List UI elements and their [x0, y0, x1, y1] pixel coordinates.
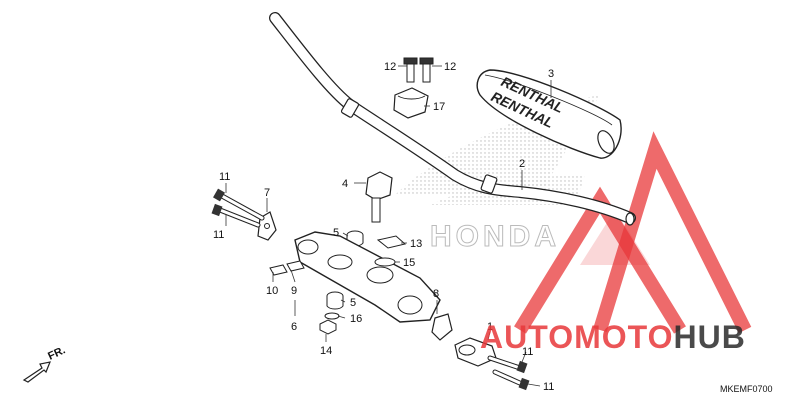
bolt-12-pair: [403, 57, 434, 83]
cushion-5-lower: [326, 291, 344, 310]
callout-11-top-right: 11: [522, 346, 533, 358]
plate-9-10: [269, 260, 305, 276]
handlebar: [269, 12, 636, 226]
plate-13: [376, 235, 407, 249]
callout-8: 8: [433, 288, 439, 300]
front-arrow-icon: [22, 361, 51, 383]
watermark-logo: [514, 131, 752, 334]
callout-1: 1: [487, 321, 493, 333]
callout-7: 7: [264, 187, 270, 199]
honda-lettering: HONDA: [430, 220, 560, 253]
diagram-code: MKEMF0700: [720, 384, 773, 394]
front-direction-label: FR.: [46, 344, 67, 362]
lower-holder-4: [365, 171, 393, 223]
nut-14: [319, 319, 337, 335]
watermark-text-red: AUTOMOTO: [480, 319, 673, 355]
callout-9: 9: [291, 285, 297, 297]
top-bridge: [294, 231, 441, 323]
callout-4: 4: [342, 178, 348, 190]
callout-16: 16: [350, 313, 362, 325]
washer-15: [374, 257, 396, 267]
callout-3: 3: [548, 68, 554, 80]
callout-10: 10: [266, 285, 278, 297]
watermark-text-dark: HUB: [673, 319, 745, 355]
upper-holder-17: [393, 87, 429, 119]
bolt-11-left-pair: [211, 188, 265, 228]
callout-6: 6: [291, 321, 297, 333]
watermark-text: AUTOMOTOHUB: [480, 319, 746, 355]
collar-16: [324, 312, 340, 320]
callout-14: 14: [320, 345, 332, 357]
front-direction-indicator: FR.: [22, 344, 67, 383]
callout-13: 13: [410, 238, 422, 250]
leader-lines: [225, 65, 552, 387]
callout-labels: 3 2 4 12 12 17 5 13 15 7 11 11 10 9 6 5 …: [213, 61, 554, 393]
callout-11-bottom-left: 11: [213, 229, 224, 241]
callout-12-right: 12: [444, 61, 456, 73]
callout-12-left: 12: [384, 61, 396, 73]
callout-11-top-left: 11: [219, 171, 230, 183]
callout-11-bottom-right: 11: [543, 381, 554, 393]
callout-5-upper: 5: [333, 227, 339, 239]
callout-17: 17: [433, 101, 445, 113]
callout-5-lower: 5: [350, 297, 356, 309]
callout-2: 2: [519, 158, 525, 170]
svg-text:AUTOMOTOHUB: AUTOMOTOHUB: [480, 319, 746, 355]
callout-15: 15: [403, 257, 415, 269]
bolt-11-right-pair: [487, 355, 530, 391]
clamp-1: [454, 337, 497, 367]
holder-8: [431, 313, 453, 341]
